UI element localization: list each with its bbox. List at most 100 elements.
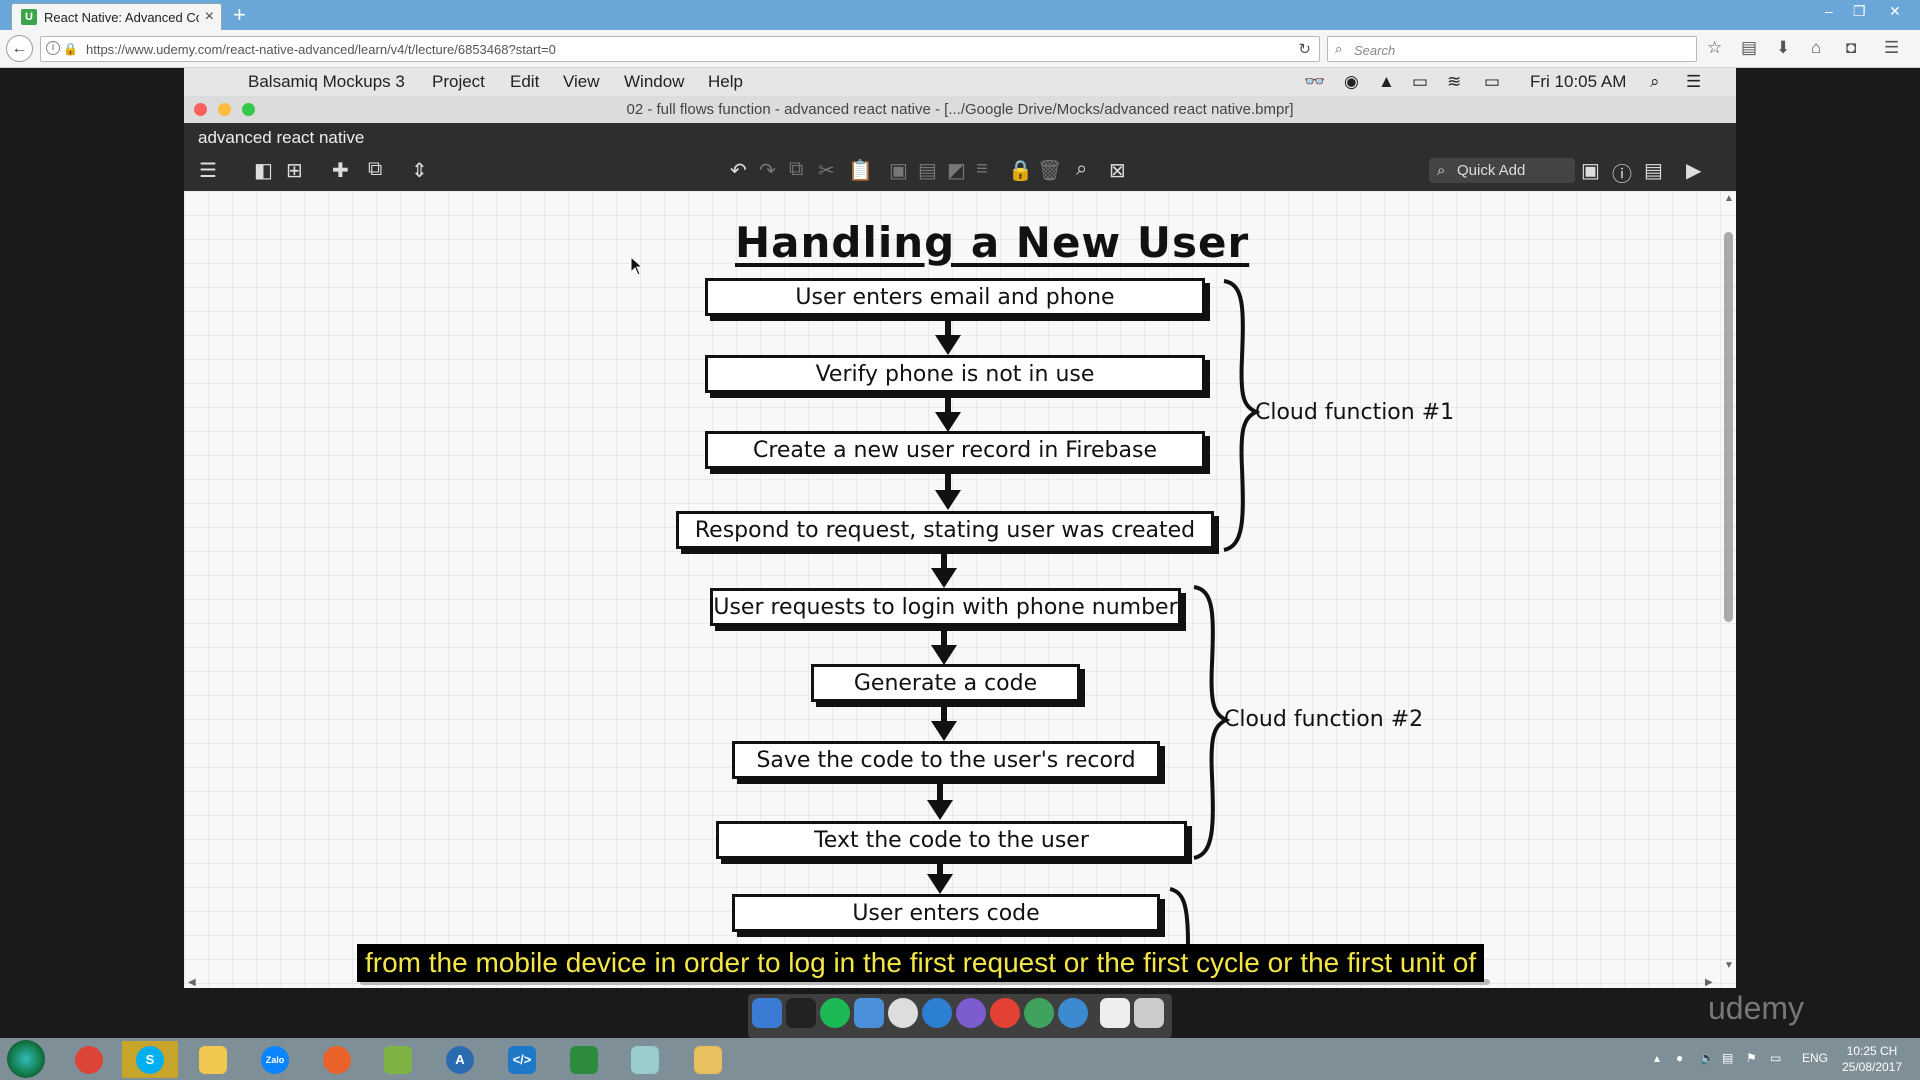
- browser-tab[interactable]: U React Native: Advanced Cor ×: [11, 3, 222, 30]
- network-icon[interactable]: ▭: [1770, 1051, 1782, 1065]
- menu-help[interactable]: Help: [708, 72, 743, 91]
- zoom-window-dot-icon[interactable]: [242, 103, 255, 116]
- taskbar-atom[interactable]: A: [432, 1041, 488, 1078]
- safari-icon[interactable]: [1058, 998, 1088, 1028]
- flow-step[interactable]: Generate a code: [811, 664, 1080, 702]
- menu-window[interactable]: Window: [624, 72, 685, 91]
- flow-step[interactable]: Verify phone is not in use: [705, 355, 1205, 393]
- pen-app-icon[interactable]: [956, 998, 986, 1028]
- flag-icon[interactable]: ⚑: [1746, 1051, 1757, 1065]
- flow-step[interactable]: User enters email and phone: [705, 278, 1205, 316]
- spotify-icon[interactable]: [820, 998, 850, 1028]
- scroll-left-icon[interactable]: ◀: [188, 977, 196, 988]
- menu-icon[interactable]: ☰: [1884, 38, 1900, 57]
- present-icon[interactable]: ▶: [1686, 160, 1702, 182]
- cut-icon[interactable]: ✂: [818, 160, 835, 182]
- scroll-right-icon[interactable]: ▶: [1705, 977, 1713, 988]
- scroll-down-icon[interactable]: ▼: [1724, 960, 1734, 971]
- restore-window-icon[interactable]: ❐: [1853, 3, 1866, 19]
- sort-icon[interactable]: ⇕: [411, 160, 428, 182]
- close-tab-icon[interactable]: ×: [204, 8, 214, 25]
- spotlight-icon[interactable]: ⌕: [1650, 72, 1660, 91]
- menu-app-name[interactable]: Balsamiq Mockups 3: [248, 72, 405, 91]
- flow-step[interactable]: Text the code to the user: [716, 821, 1187, 859]
- info-icon[interactable]: ⓘ: [1612, 164, 1632, 186]
- taskbar-chrome[interactable]: [61, 1041, 117, 1078]
- flow-step[interactable]: User enters code: [732, 894, 1160, 932]
- trash-icon[interactable]: [1134, 998, 1164, 1028]
- show-hidden-icons-icon[interactable]: ▴: [1654, 1051, 1661, 1065]
- flow-step[interactable]: User requests to login with phone number: [710, 588, 1181, 626]
- group-icon[interactable]: ▣: [889, 160, 908, 182]
- scroll-up-icon[interactable]: ▲: [1724, 193, 1734, 204]
- taskbar-firefox[interactable]: [309, 1041, 365, 1078]
- volume-icon[interactable]: 🔈: [1700, 1051, 1715, 1065]
- menu-project[interactable]: Project: [432, 72, 485, 91]
- quick-add-input[interactable]: ⌕ Quick Add: [1429, 158, 1575, 183]
- taskbar-app[interactable]: [370, 1041, 426, 1078]
- smiley-icon[interactable]: [888, 998, 918, 1028]
- copy-icon[interactable]: ⧉: [789, 158, 804, 180]
- bring-front-icon[interactable]: ◩: [947, 160, 966, 182]
- menu-edit[interactable]: Edit: [510, 72, 540, 91]
- taskbar-excel[interactable]: [556, 1041, 612, 1078]
- add-icon[interactable]: ✚: [332, 160, 349, 182]
- horizontal-scroll-thumb[interactable]: [360, 979, 1490, 985]
- flow-step[interactable]: Create a new user record in Firebase: [705, 431, 1205, 469]
- search-icon[interactable]: ⌕: [1076, 158, 1088, 180]
- document-icon[interactable]: [1100, 998, 1130, 1028]
- duplicate-icon[interactable]: ⧉: [368, 158, 383, 180]
- search-bar[interactable]: ⌕ Search: [1327, 36, 1697, 62]
- vscode-icon: </>: [508, 1045, 536, 1074]
- vertical-scroll-thumb[interactable]: [1724, 232, 1733, 622]
- pocket-icon[interactable]: ◘: [1846, 38, 1857, 57]
- app-store-icon[interactable]: [922, 998, 952, 1028]
- redo-icon[interactable]: ↷: [759, 160, 776, 182]
- taskbar-explorer[interactable]: [185, 1041, 241, 1078]
- language-indicator[interactable]: ENG: [1802, 1051, 1829, 1065]
- menu-view[interactable]: View: [563, 72, 600, 91]
- terminal-icon[interactable]: [786, 998, 816, 1028]
- network-app-icon[interactable]: [1024, 998, 1054, 1028]
- back-button[interactable]: ←: [6, 35, 33, 62]
- taskbar-vscode[interactable]: </>: [494, 1041, 550, 1078]
- chrome-icon[interactable]: [990, 998, 1020, 1028]
- taskbar-clock[interactable]: 10:25 CH 25/08/2017: [1832, 1043, 1912, 1075]
- notes-tray-icon[interactable]: ▤: [1722, 1051, 1734, 1065]
- folder-icon[interactable]: [854, 998, 884, 1028]
- grid-view-icon[interactable]: ⊞: [286, 160, 303, 182]
- align-icon[interactable]: ≡: [976, 158, 988, 180]
- flow-step[interactable]: Save the code to the user's record: [732, 741, 1160, 779]
- paste-icon[interactable]: 📋: [848, 160, 873, 182]
- lock-icon[interactable]: 🔒: [1008, 160, 1033, 182]
- ungroup-icon[interactable]: ▤: [918, 160, 937, 182]
- close-window-icon[interactable]: ✕: [1889, 3, 1901, 19]
- notes-icon[interactable]: ▤: [1644, 160, 1663, 182]
- home-icon[interactable]: ⌂: [1811, 38, 1822, 57]
- reload-icon[interactable]: ↻: [1298, 41, 1311, 58]
- notification-center-icon[interactable]: ☰: [1686, 72, 1702, 91]
- hamburger-menu-icon[interactable]: ☰: [199, 160, 217, 182]
- skype-tray-icon[interactable]: ●: [1676, 1051, 1684, 1065]
- start-button-icon[interactable]: [7, 1040, 45, 1078]
- url-bar[interactable]: i 🔒 https://www.udemy.com/react-native-a…: [40, 36, 1320, 62]
- taskbar-paint[interactable]: [617, 1041, 673, 1078]
- minimize-window-icon[interactable]: –: [1825, 3, 1833, 19]
- panel-icon[interactable]: ◧: [254, 160, 273, 182]
- taskbar-files[interactable]: [680, 1041, 736, 1078]
- info-icon[interactable]: i: [46, 41, 60, 55]
- new-tab-button[interactable]: +: [233, 2, 246, 27]
- close-window-dot-icon[interactable]: [194, 103, 207, 116]
- fit-icon[interactable]: ⊠: [1109, 160, 1126, 182]
- undo-icon[interactable]: ↶: [730, 160, 747, 182]
- flow-step[interactable]: Respond to request, stating user was cre…: [676, 511, 1214, 549]
- taskbar-zalo[interactable]: Zalo: [247, 1041, 303, 1078]
- taskbar-skype[interactable]: S: [122, 1041, 178, 1078]
- delete-icon[interactable]: 🗑: [1037, 160, 1063, 182]
- bookmark-star-icon[interactable]: ☆: [1707, 38, 1723, 57]
- reading-list-icon[interactable]: ▤: [1741, 38, 1758, 57]
- media-icon[interactable]: ▣: [1581, 160, 1600, 182]
- downloads-icon[interactable]: ⬇: [1776, 38, 1791, 57]
- finder-icon[interactable]: [752, 998, 782, 1028]
- minimize-window-dot-icon[interactable]: [218, 103, 231, 116]
